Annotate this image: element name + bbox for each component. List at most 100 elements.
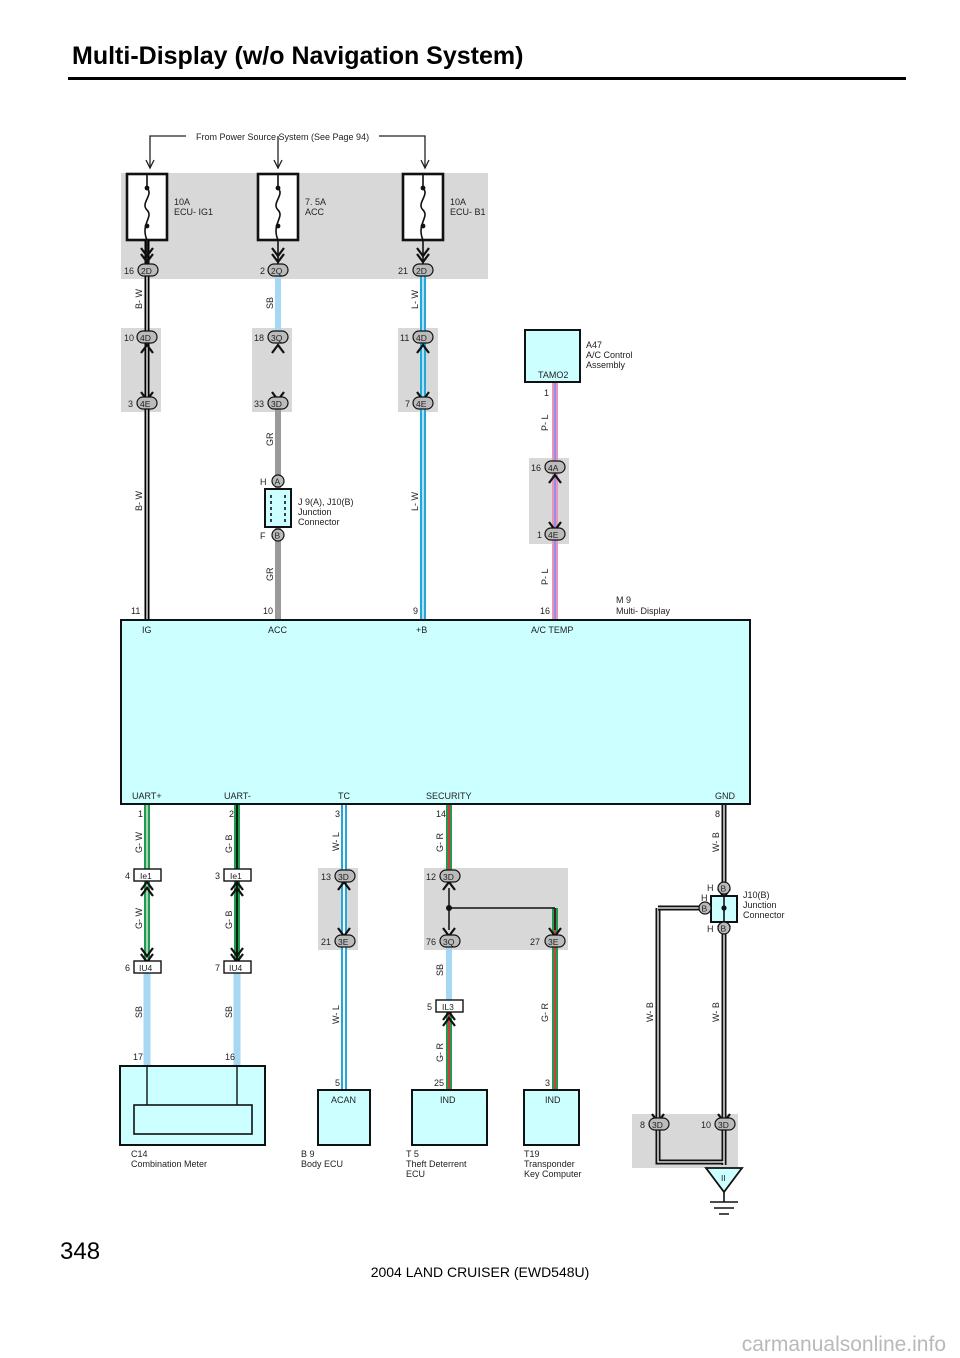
connector-tag: 3D bbox=[334, 869, 356, 883]
connector-tag: Ie1 bbox=[133, 868, 162, 882]
m9-code: M 9 bbox=[616, 595, 631, 605]
connector-tag: 3Q bbox=[267, 330, 289, 344]
wire-color-labels: B- W SB L- W B- W GR L- W GR P- L P- L G… bbox=[134, 288, 721, 1062]
j10-code: J10(B) bbox=[743, 890, 770, 900]
fuse-ecu-ig1 bbox=[125, 172, 169, 242]
diagram-label: F bbox=[260, 531, 266, 541]
t5-pin-label: IND bbox=[440, 1095, 456, 1105]
diagram-label: 6 bbox=[125, 963, 130, 973]
wire-w-b-ground bbox=[655, 804, 727, 1165]
wire-label: W- B bbox=[645, 1002, 655, 1022]
connector-tag: Ie1 bbox=[223, 868, 252, 882]
diagram-label: B bbox=[721, 924, 727, 934]
junction-connector-j9: A B bbox=[264, 474, 292, 542]
connector-tag: 2Q bbox=[267, 263, 289, 277]
b9-name: Body ECU bbox=[301, 1159, 343, 1169]
diagram-label: H bbox=[707, 924, 714, 934]
wire-label: SB bbox=[224, 1006, 234, 1018]
diagram-label: 3 bbox=[215, 871, 220, 881]
diagram-label: 18 bbox=[254, 333, 264, 343]
connector-tag: 4D bbox=[136, 330, 158, 344]
diagram-label: B bbox=[721, 884, 727, 894]
diagram-label: UART- bbox=[224, 791, 251, 801]
wire-label: L- W bbox=[410, 491, 420, 511]
diagram-label: 16 bbox=[531, 463, 541, 473]
diagram-label: 2 bbox=[229, 809, 234, 819]
wire-label: GR bbox=[265, 567, 275, 581]
fuse-acc bbox=[256, 172, 300, 242]
diagram-label: 4E bbox=[140, 399, 151, 409]
diagram-label: 1 bbox=[537, 530, 542, 540]
j9-line1: Junction bbox=[298, 507, 332, 517]
fuse-name: ECU- B1 bbox=[450, 207, 486, 217]
fuse-amp: 10A bbox=[174, 197, 190, 207]
pin-numbers: 16 2 21 10 18 11 3 33 7 1 16 1 11 10 9 1… bbox=[124, 266, 720, 1130]
diagram-label: 4D bbox=[140, 333, 151, 343]
diagram-label: II bbox=[721, 1173, 726, 1183]
a47-pin-label: TAMO2 bbox=[538, 370, 568, 380]
j9-code: J 9(A), J10(B) bbox=[298, 497, 354, 507]
wire-g-r-security bbox=[446, 804, 558, 1090]
wire-label: G- B bbox=[224, 834, 234, 853]
diagram-label: 2 bbox=[260, 266, 265, 276]
wire-label: SB bbox=[134, 1006, 144, 1018]
connector-tag: 2D bbox=[137, 263, 159, 277]
connector-tag: 3D bbox=[648, 1117, 670, 1131]
connector-tag: 3Q bbox=[439, 934, 461, 948]
fuse-name: ACC bbox=[305, 207, 325, 217]
wire-label: L- W bbox=[410, 289, 420, 309]
wire-label: P- L bbox=[540, 568, 550, 585]
connector-tag: 4A bbox=[544, 460, 566, 474]
diagram-label: 3D bbox=[443, 872, 454, 882]
fuse-amp: 10A bbox=[450, 197, 466, 207]
wire-label: G- R bbox=[435, 833, 445, 852]
connector-tags: 2D 2Q 2D 4D 3Q 4D 4E 3D 4E 4A 4E 3D 3E 3… bbox=[136, 263, 736, 1131]
diagram-label: 4D bbox=[416, 333, 427, 343]
junction-letters: H F H H H bbox=[260, 477, 714, 934]
diagram-label: +B bbox=[416, 625, 427, 635]
diagram-label: 5 bbox=[427, 1002, 432, 1012]
c14-combination-meter bbox=[119, 1065, 266, 1146]
connector-tag: 4E bbox=[544, 527, 566, 541]
diagram-label: 21 bbox=[398, 266, 408, 276]
diagram-label: 10 bbox=[124, 333, 134, 343]
diagram-label: 3 bbox=[335, 809, 340, 819]
diagram-label: GND bbox=[715, 791, 736, 801]
j10-line1: Junction bbox=[743, 900, 777, 910]
diagram-label: 3Q bbox=[443, 937, 455, 947]
wire-label: W- L bbox=[331, 832, 341, 851]
power-source-note: From Power Source System (See Page 94) bbox=[196, 132, 369, 142]
b9-code: B 9 bbox=[301, 1149, 315, 1159]
t5-code: T 5 bbox=[406, 1149, 419, 1159]
wire-label: SB bbox=[265, 297, 275, 309]
connector-tag: 3E bbox=[544, 934, 566, 948]
diagram-label: 4E bbox=[548, 530, 559, 540]
connector-tag: IU4 bbox=[133, 960, 162, 974]
diagram-label: 1 bbox=[138, 809, 143, 819]
diagram-label: 4A bbox=[548, 463, 559, 473]
diagram-label: 4 bbox=[125, 871, 130, 881]
diagram-label: Ie1 bbox=[140, 871, 152, 881]
diagram-label: 7 bbox=[215, 963, 220, 973]
a47-code: A47 bbox=[586, 340, 602, 350]
connector-tag: 3D bbox=[439, 869, 461, 883]
fuse-ecu-b1 bbox=[401, 172, 445, 242]
diagram-label: 3D bbox=[652, 1120, 663, 1130]
t19-transponder-key-computer bbox=[523, 1089, 580, 1146]
wire-label: B- W bbox=[134, 490, 144, 511]
diagram-label: 17 bbox=[133, 1052, 143, 1062]
page-number: 348 bbox=[60, 1238, 101, 1265]
diagram-label: 33 bbox=[254, 399, 264, 409]
diagram-label: A/C TEMP bbox=[531, 625, 573, 635]
connector-tag: 4E bbox=[412, 396, 434, 410]
diagram-label: 10 bbox=[701, 1120, 711, 1130]
diagram-label: Ie1 bbox=[230, 871, 242, 881]
wire-label: W- L bbox=[331, 1005, 341, 1024]
diagram-label: ACC bbox=[268, 625, 288, 635]
m9-multi-display bbox=[120, 619, 751, 805]
diagram-label: 3D bbox=[271, 399, 282, 409]
diagram-label: 11 bbox=[400, 333, 409, 343]
footer: 2004 LAND CRUISER (EWD548U) bbox=[370, 1264, 590, 1280]
m9-name: Multi- Display bbox=[616, 606, 671, 616]
diagram-label: 2D bbox=[416, 266, 427, 276]
